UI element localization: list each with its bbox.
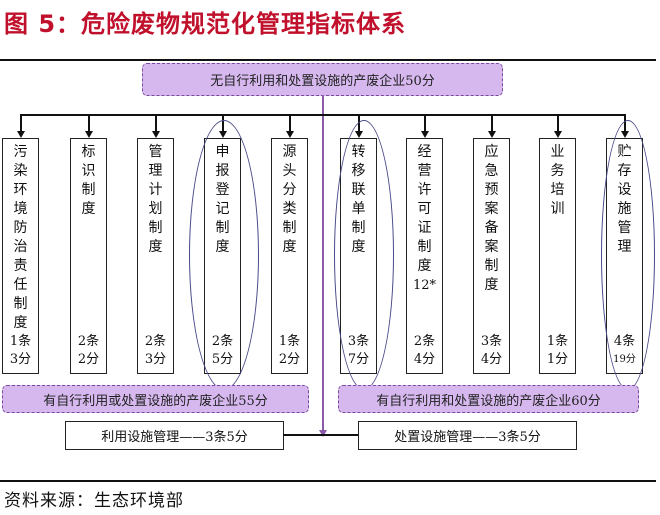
disposal-facility-box: 处置设施管理——3条5分: [358, 421, 577, 450]
branch-connector: [88, 115, 90, 132]
indicator-name: 应急预案备案制度: [484, 144, 499, 293]
branch-connector: [20, 115, 22, 132]
indicator-name: 贮存设施管理: [617, 144, 632, 255]
indicator-name: 管理计划制度: [148, 144, 163, 255]
indicator-name: 转移联单制度: [351, 144, 366, 255]
indicator-box: 转移联单制度 3条 7分: [340, 138, 377, 374]
indicator-box: 贮存设施管理 4条 19分: [606, 138, 643, 374]
right-category-box: 有自行利用和处置设施的产废企业60分: [338, 385, 639, 413]
branch-connector: [424, 115, 426, 132]
indicator-score: 2分: [278, 352, 301, 367]
arrow-down-icon: [488, 131, 496, 138]
indicator-box: 标识制度 2条 2分: [70, 138, 107, 374]
indicator-count: 1条: [9, 334, 32, 349]
indicator-score: 5分: [211, 352, 234, 367]
source-note: 资料来源：生态环境部: [4, 491, 184, 511]
indicator-count: 2条: [211, 334, 234, 349]
indicator-count: 1条: [546, 334, 569, 349]
indicator-box: 业务培训 1条 1分: [539, 138, 576, 374]
vertical-connector: [322, 95, 324, 435]
indicator-name: 源头分类制度: [282, 144, 297, 255]
indicator-count: 1条: [278, 334, 301, 349]
title-divider: [0, 59, 656, 61]
indicator-box: 申报登记制度 2条 5分: [204, 138, 241, 374]
indicator-name: 污染环境防治责任制度: [13, 144, 28, 331]
branch-connector: [289, 115, 291, 132]
branch-connector: [155, 115, 157, 132]
indicator-score: 3分: [9, 352, 32, 367]
left-category-box: 有自行利用或处置设施的产废企业55分: [2, 385, 309, 413]
branch-connector: [557, 115, 559, 132]
top-category-box: 无自行利用和处置设施的产废企业50分: [142, 63, 503, 96]
indicator-box: 经营许可证制度 12* 2条 4分: [406, 138, 443, 374]
indicator-box: 污染环境防治责任制度 1条 3分: [2, 138, 39, 374]
indicator-score: 4分: [480, 352, 503, 367]
indicator-count: 2条: [144, 334, 167, 349]
bottom-connector: [283, 434, 358, 436]
arrow-icon: [319, 430, 327, 437]
arrow-down-icon: [355, 131, 363, 138]
arrow-down-icon: [286, 131, 294, 138]
arrow-down-icon: [219, 131, 227, 138]
indicator-name: 申报登记制度: [215, 144, 230, 255]
indicator-score: 7分: [347, 352, 370, 367]
indicator-name: 标识制度: [81, 144, 96, 217]
indicator-name: 业务培训: [550, 144, 565, 217]
indicator-score: 4分: [413, 352, 436, 367]
indicator-count: 3条: [480, 334, 503, 349]
branch-connector: [624, 115, 626, 132]
indicator-count: 3条: [347, 334, 370, 349]
branch-connector: [491, 115, 493, 132]
indicator-score: 19分: [613, 354, 636, 365]
arrow-down-icon: [85, 131, 93, 138]
arrow-down-icon: [421, 131, 429, 138]
footer-divider: [0, 480, 656, 482]
utilization-facility-box: 利用设施管理——3条5分: [65, 421, 284, 450]
indicator-box: 应急预案备案制度 3条 4分: [473, 138, 510, 374]
branch-connector: [358, 115, 360, 132]
branch-connector: [222, 115, 224, 132]
figure-title: 图 5：危险废物规范化管理指标体系: [4, 10, 407, 38]
indicator-box: 管理计划制度 2条 3分: [137, 138, 174, 374]
arrow-down-icon: [621, 131, 629, 138]
arrow-down-icon: [152, 131, 160, 138]
horizontal-connector: [20, 114, 626, 116]
indicator-count: 4条: [613, 334, 636, 349]
indicator-count: 2条: [77, 334, 100, 349]
arrow-down-icon: [17, 131, 25, 138]
indicator-score: 2分: [77, 352, 100, 367]
indicator-box: 源头分类制度 1条 2分: [271, 138, 308, 374]
indicator-note: 12*: [412, 278, 437, 293]
arrow-down-icon: [554, 131, 562, 138]
indicator-score: 3分: [144, 352, 167, 367]
indicator-score: 1分: [546, 352, 569, 367]
indicator-count: 2条: [413, 334, 436, 349]
indicator-name: 经营许可证制度: [417, 144, 432, 274]
